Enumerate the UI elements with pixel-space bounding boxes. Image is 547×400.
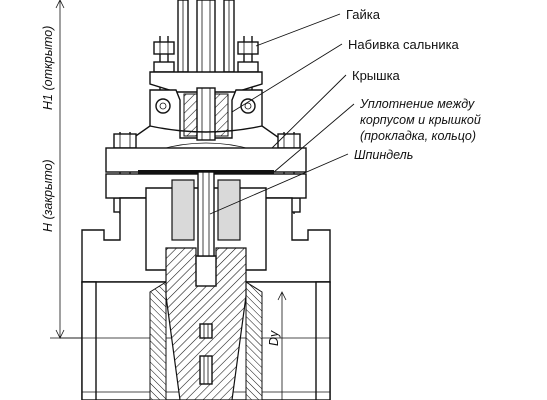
bonnet-flange bbox=[105, 147, 307, 173]
stem-t-head bbox=[195, 255, 217, 287]
gland-packing-right bbox=[214, 93, 229, 137]
leader-nut bbox=[255, 13, 341, 47]
gland-nut-right bbox=[237, 61, 259, 73]
label-spindle: Шпиндель bbox=[354, 148, 413, 162]
cavity-guide-left bbox=[171, 179, 195, 241]
label-seal-line-2: корпусом и крышкой bbox=[360, 113, 481, 127]
end-flange-right bbox=[315, 281, 331, 400]
gland-nut-right-top bbox=[237, 41, 259, 55]
dy-label: Dy bbox=[267, 330, 281, 346]
h1-open-label: H1 (открыто) bbox=[41, 26, 55, 110]
leader-bonnet bbox=[271, 74, 347, 149]
flange-nut-left-top bbox=[113, 133, 137, 149]
h1-dimension-arrow bbox=[55, 0, 65, 9]
bonnet bbox=[129, 87, 283, 161]
bonnet-eye-right bbox=[240, 98, 256, 114]
label-seal-line-1: Уплотнение между bbox=[359, 97, 475, 111]
seat-ring-left bbox=[149, 281, 167, 400]
label-bonnet: Крышка bbox=[352, 68, 401, 83]
wedge-port-lower bbox=[199, 355, 213, 385]
h-closed-label: H (закрыто) bbox=[41, 159, 55, 232]
leader-gland-packing bbox=[231, 43, 343, 113]
gland-nut-left-top bbox=[153, 41, 175, 55]
gland-packing-left bbox=[183, 93, 198, 137]
leader-spindle bbox=[209, 153, 349, 215]
flange-nut-right-top bbox=[277, 133, 301, 149]
wedge-port-upper bbox=[199, 323, 213, 339]
bonnet-eye-left bbox=[155, 98, 171, 114]
gland-nut-left bbox=[153, 61, 175, 73]
spindle-shaft bbox=[197, 171, 215, 257]
callout-leaders bbox=[209, 13, 355, 215]
seat-ring-right bbox=[245, 281, 263, 400]
leader-seal bbox=[273, 103, 355, 173]
spindle-lower bbox=[171, 171, 241, 257]
label-gland-packing: Набивка сальника bbox=[348, 37, 460, 52]
label-nut: Гайка bbox=[346, 7, 381, 22]
end-flange-left bbox=[81, 281, 97, 400]
label-seal-line-3: (прокладка, кольцо) bbox=[360, 129, 476, 143]
dy-dimension bbox=[277, 291, 287, 400]
spindle-through-bonnet bbox=[196, 87, 216, 141]
cavity-guide-right bbox=[217, 179, 241, 241]
wedge-gate bbox=[165, 247, 247, 400]
